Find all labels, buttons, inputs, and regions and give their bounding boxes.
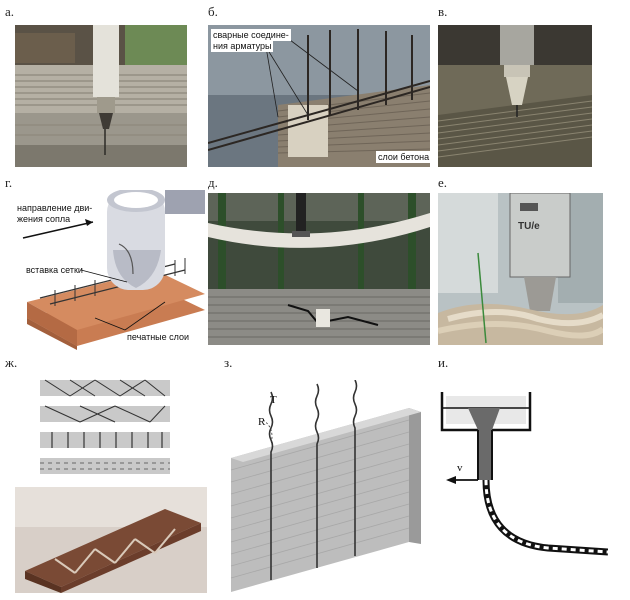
photo-panel-v xyxy=(438,25,592,167)
photo-panel-a xyxy=(15,25,187,167)
annotation-tue-logo: TU/e xyxy=(518,221,540,232)
annotation-mesh-insert: вставка сетки xyxy=(26,265,83,275)
annotation-velocity: v xyxy=(457,462,463,474)
panel-label-b: б. xyxy=(208,4,218,19)
photo-panel-d xyxy=(208,193,430,345)
panel-label-zh: ж. xyxy=(5,355,18,370)
diagram-panel-i xyxy=(438,390,608,570)
annotation-printed-layers: печатные слои xyxy=(127,332,190,342)
annotation-r: R xyxy=(258,416,266,428)
panel-label-i: и. xyxy=(438,355,449,370)
annotation-concrete-layers: слои бетона xyxy=(376,151,432,163)
panel-label-z: з. xyxy=(224,355,233,370)
annotation-nozzle-direction-1: направление дви- xyxy=(17,203,93,213)
panel-label-e: е. xyxy=(438,175,448,190)
panel-label-a: а. xyxy=(5,4,15,19)
panel-label-v: в. xyxy=(438,4,448,19)
annotation-t: T xyxy=(270,394,277,406)
diagram-panel-g xyxy=(15,190,205,350)
diagram-panel-z xyxy=(225,380,433,592)
photo-panel-e xyxy=(438,193,603,345)
panel-label-g: г. xyxy=(5,175,13,190)
photo-panel-zh-lattice xyxy=(15,487,207,593)
diagram-panel-zh-patterns xyxy=(40,376,170,480)
annotation-welded-joints-1: сварные соедине- xyxy=(211,29,291,41)
annotation-nozzle-direction-2: жения сопла xyxy=(17,214,71,224)
panel-label-d: д. xyxy=(208,175,218,190)
annotation-welded-joints-2: ния арматуры xyxy=(211,40,274,52)
